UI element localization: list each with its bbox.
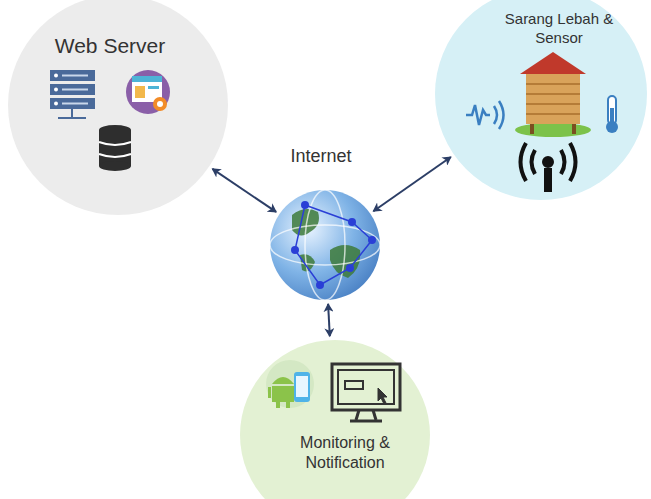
antenna-icon [521,143,576,192]
node-label: Web Server [20,33,200,59]
node-label: Internet [266,145,376,168]
monitor-icon [332,364,400,421]
component-circle: Web Server [8,0,228,215]
thermometer-icon [606,96,618,133]
node-label: Monitoring & Notification [280,433,410,473]
vibration-sensor-icon [466,101,504,129]
connector-arrow [328,304,330,336]
database-icon [99,125,131,171]
server-rack-icon [50,70,95,118]
component-circle: Sarang Lebah & Sensor [435,0,647,200]
component-circle: Monitoring & Notification [240,340,430,499]
node-label: Sarang Lebah & Sensor [504,10,614,48]
connector-arrow [212,169,276,212]
beehive-icon [515,52,591,137]
globe-icon [270,190,380,300]
web-app-icon [126,70,170,114]
android-phone-icon [266,360,314,408]
connector-arrow [373,157,450,211]
internet-globe: Internet [270,190,380,300]
